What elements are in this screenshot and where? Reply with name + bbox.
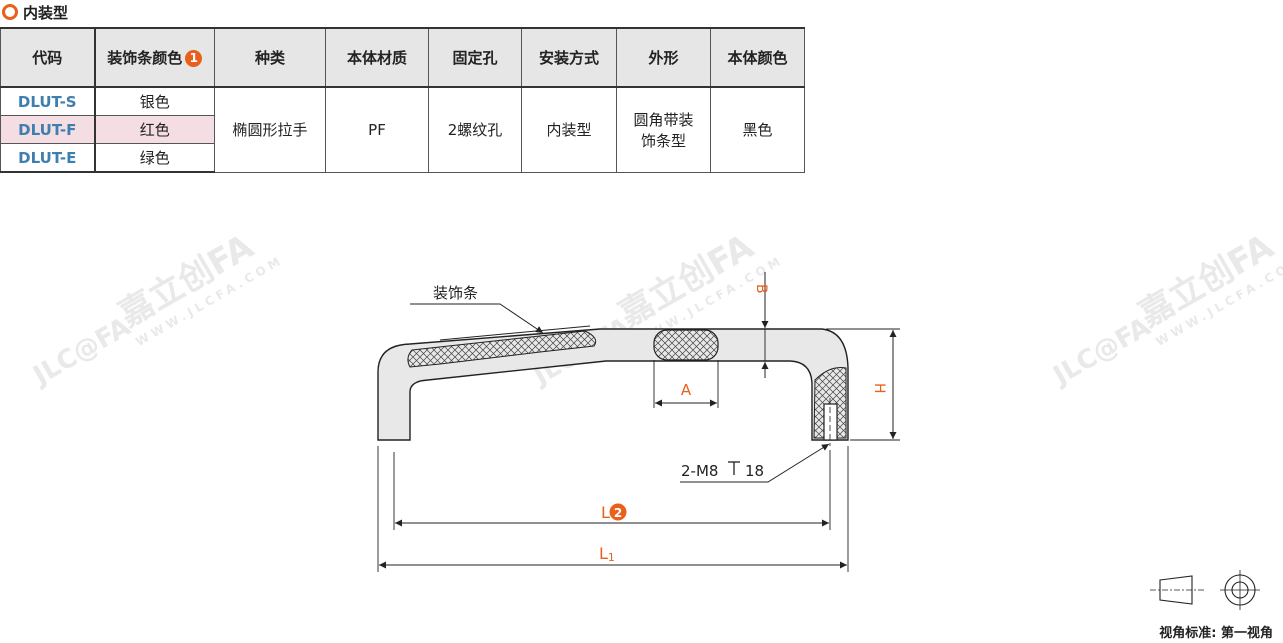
cell-material: PF (325, 86, 429, 173)
view-standard-label: 视角标准: 第一视角 (1159, 626, 1273, 641)
watermark-logo: JLC@FA (27, 312, 136, 392)
first-angle-projection-icon (1150, 570, 1260, 610)
trim-edge-line (439, 325, 591, 341)
row-code: DLUT-E (0, 143, 96, 173)
row-code: DLUT-S (0, 86, 96, 116)
row-trim-color: 绿色 (94, 143, 215, 173)
thread-leader (680, 443, 830, 483)
dim-h-label: H (871, 383, 887, 394)
cell-holes: 2螺纹孔 (428, 86, 522, 173)
row-trim-color: 红色 (94, 115, 215, 144)
dim-b-label: B (753, 284, 769, 294)
note-2-badge (609, 503, 627, 521)
table-row: DLUT-S 银色 椭圆形拉手 PF 2螺纹孔 内装型 圆角带装饰条型 黑色 (0, 86, 805, 173)
cell-shape: 圆角带装饰条型 (616, 86, 711, 173)
header-body-color: 本体颜色 (710, 27, 805, 88)
dim-l1-label: L1 (599, 544, 615, 564)
thread-depth: 18 (745, 462, 764, 480)
section-a-hatch (653, 329, 719, 361)
watermark-logo: JLC@FA (1047, 312, 1156, 392)
dim-a-label: A (681, 381, 692, 399)
header-shape: 外形 (616, 27, 711, 88)
table-row: DLUT-E 绿色 (0, 143, 805, 173)
header-code: 代码 (0, 27, 96, 88)
section-title-text: 内装型 (23, 3, 69, 22)
dim-l-label: L (601, 503, 610, 522)
section-title: 内装型 (2, 1, 68, 23)
note-1-badge: 1 (185, 50, 203, 67)
watermark: JLC@FA 嘉立创FA WWW.JLCFA.COM JLC@FA 嘉立创FA … (27, 226, 1283, 392)
ring-bullet-icon (2, 4, 18, 20)
header-kind: 种类 (214, 27, 326, 88)
table-row: DLUT-F 红色 (0, 115, 805, 144)
note-2-badge-text: 2 (614, 506, 622, 520)
thread-hole (823, 403, 838, 441)
header-holes: 固定孔 (428, 27, 522, 88)
cell-kind: 椭圆形拉手 (214, 86, 326, 173)
trim-strip (407, 330, 597, 368)
cell-body-color: 黑色 (710, 86, 805, 173)
cell-mount: 内装型 (521, 86, 617, 173)
trim-leader (410, 303, 544, 334)
trim-label: 装饰条 (433, 284, 478, 302)
row-code: DLUT-F (0, 115, 96, 144)
depth-symbol-icon (728, 461, 740, 475)
thread-label: 2-M8 (681, 462, 718, 480)
header-mount: 安装方式 (521, 27, 617, 88)
header-material: 本体材质 (325, 27, 429, 88)
